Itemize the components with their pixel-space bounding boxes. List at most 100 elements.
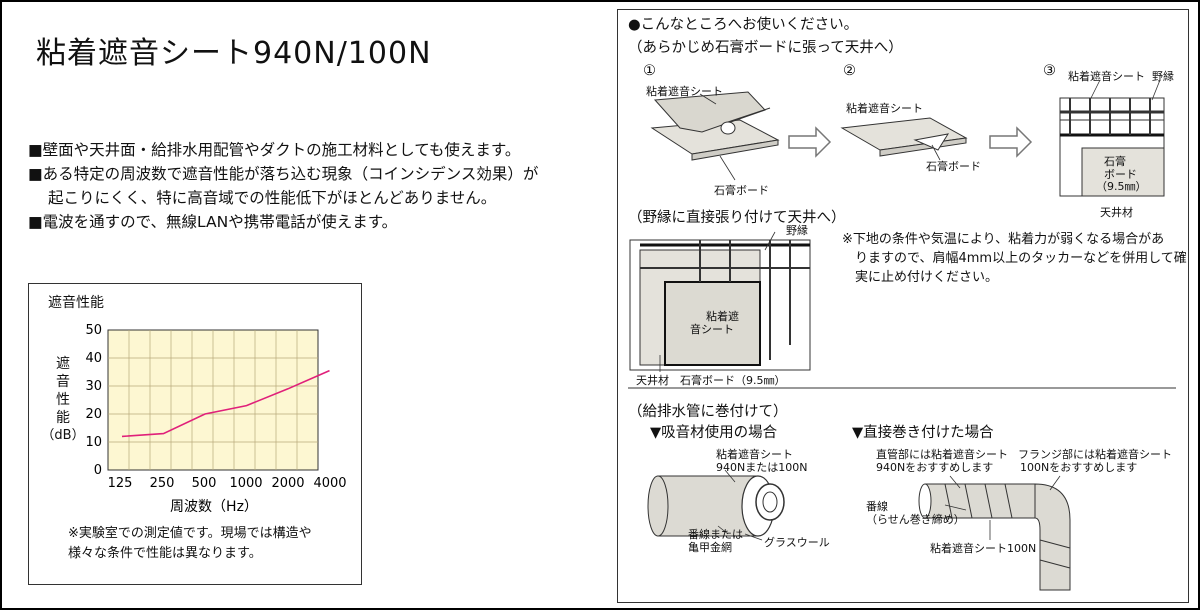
case2-title: ▼直接巻き付けた場合 (852, 425, 994, 441)
case2-label: 直管部には粘着遮音シート (876, 448, 1008, 461)
leader-line (717, 525, 729, 535)
direct-sheet-panel (664, 281, 761, 366)
usage-sub-direct: （野縁に直接張り付けて天井へ） (628, 210, 846, 226)
feature-text: 起こりにくく、特に高音域での性能低下がほとんどありません。 (48, 189, 497, 207)
leader-line (764, 231, 776, 251)
step3-illustration (1059, 79, 1165, 197)
case1-label: 番線または (688, 528, 743, 541)
arrow-right-icon (788, 126, 832, 158)
ylabel-char: 音 (56, 374, 70, 390)
step1-roll-line (727, 107, 771, 123)
step1-board-edge (691, 139, 779, 161)
y-tick-label: 50 (85, 323, 102, 338)
y-tick-label: 20 (85, 407, 102, 422)
step3-label-ceiling: 天井材 (1100, 206, 1133, 219)
bullet-mark: ■ (28, 165, 43, 183)
x-tick-label: 250 (150, 476, 175, 491)
x-tick-label: 2000 (271, 476, 304, 491)
case2-label: フランジ部には粘着遮音シート (1018, 448, 1172, 461)
case2-label: （らせん巻き締め） (866, 513, 965, 526)
chart-note-line: 様々な条件で性能は異なります。 (68, 546, 262, 561)
wire-wrap (984, 483, 993, 519)
case1-label: グラスウール (764, 536, 830, 549)
x-tick-label: 125 (108, 476, 133, 491)
feature-item: ■ある特定の周波数で遮音性能が落ち込む現象（コインシデンス効果）が (28, 162, 538, 186)
pipe-core (762, 491, 778, 513)
step3-label-joist: 野縁 (1152, 70, 1174, 83)
wire-wrap (1039, 559, 1071, 569)
step2-label-sheet: 粘着遮音シート (846, 102, 923, 115)
leader-line (744, 533, 763, 541)
leader-line (949, 475, 961, 489)
pipe-direct-illustration (918, 475, 1071, 591)
step3-board (1081, 147, 1165, 197)
y-tick-label: 10 (85, 435, 102, 450)
step2-label-board: 石膏ボード (926, 160, 981, 173)
ylabel-char: 能 (56, 410, 70, 426)
series-line (121, 369, 330, 438)
leader-line (1049, 475, 1061, 491)
step1-number: ① (643, 63, 656, 79)
pipe-absorbent-illustration (647, 469, 785, 541)
y-tick-label: 30 (85, 379, 102, 394)
feature-item: ■壁面や天井面・給排水用配管やダクトの施工材料としても使えます。 (28, 138, 538, 162)
case1-label: 940Nまたは100N (716, 461, 808, 474)
step2-illustration (840, 117, 968, 161)
wire-wrap (1039, 539, 1071, 549)
leader-line (699, 93, 717, 105)
feature-list: ■壁面や天井面・給排水用配管やダクトの施工材料としても使えます。 ■ある特定の周… (28, 138, 538, 234)
bullet-mark: ■ (28, 213, 43, 231)
leader-line (724, 469, 736, 483)
chart-grid (108, 330, 318, 470)
case2-label: 番線 (866, 500, 888, 513)
usage-note: ※下地の条件や気温により、粘着力が弱くなる場合があ りますので、肩幅4mm以上の… (842, 230, 1187, 287)
y-tick-label: 40 (85, 351, 102, 366)
chart-xlabel: 周波数（Hz） (170, 499, 258, 515)
leader-line (944, 504, 967, 511)
case2-label: 100Nをおすすめします (1020, 461, 1138, 474)
direct-label-joist: 野縁 (786, 224, 808, 237)
direct-label-board: 石膏ボード（9.5㎜） (680, 374, 786, 387)
leader-line (719, 155, 736, 181)
y-tick-label: 0 (94, 463, 102, 478)
direct-label-ceiling: 天井材 (636, 374, 669, 387)
wire-wrap (964, 483, 973, 519)
step3-label-board1: 石膏 (1104, 155, 1126, 168)
x-tick-label: 1000 (229, 476, 262, 491)
step1-label-sheet: 粘着遮音シート (646, 85, 723, 98)
step1-roll (720, 121, 736, 135)
ylabel-char: 遮 (56, 356, 70, 372)
leader-line (1089, 79, 1101, 101)
leader-line (1151, 79, 1161, 101)
chart-ylabel: 遮 音 性 能 （dB） (40, 355, 86, 445)
feature-text: 壁面や天井面・給排水用配管やダクトの施工材料としても使えます。 (42, 141, 521, 159)
case2-label: 940Nをおすすめします (876, 461, 994, 474)
case1-label: 粘着遮音シート (716, 448, 793, 461)
usage-note-line: りますので、肩幅4mm以上のタッカーなどを併用して確 (855, 251, 1187, 266)
step3-number: ③ (1043, 63, 1056, 79)
feature-item-continued: 起こりにくく、特に高音域での性能低下がほとんどありません。 (28, 186, 538, 210)
case1-label: 亀甲金網 (688, 541, 732, 554)
x-tick-label: 500 (192, 476, 217, 491)
pipe-straight-end (918, 483, 932, 519)
case2-label: 粘着遮音シート100N (930, 542, 1037, 555)
direct-ceiling-illustration (629, 231, 811, 372)
chart-note: ※実験室での測定値です。現場では構造や 様々な条件で性能は異なります。 (68, 524, 312, 564)
arrow-right-icon (989, 126, 1033, 158)
chart-title: 遮音性能 (48, 295, 104, 311)
ylabel-unit: （dB） (41, 428, 85, 443)
chart-note-line: ※実験室での測定値です。現場では構造や (68, 526, 312, 541)
direct-label-sheet2: 音シート (690, 323, 734, 336)
usage-note-line: ※下地の条件や気温により、粘着力が弱くなる場合があ (842, 232, 1165, 247)
step3-label-board3: （9.5㎜） (1096, 180, 1147, 193)
case1-title: ▼吸音材使用の場合 (650, 425, 778, 441)
step3-label-board2: ボード (1104, 168, 1137, 181)
step1-illustration (650, 91, 780, 181)
usage-panel (617, 9, 1189, 603)
wire-wrap (1004, 483, 1013, 519)
feature-item: ■電波を通すので、無線LANや携帯電話が使えます。 (28, 210, 538, 234)
